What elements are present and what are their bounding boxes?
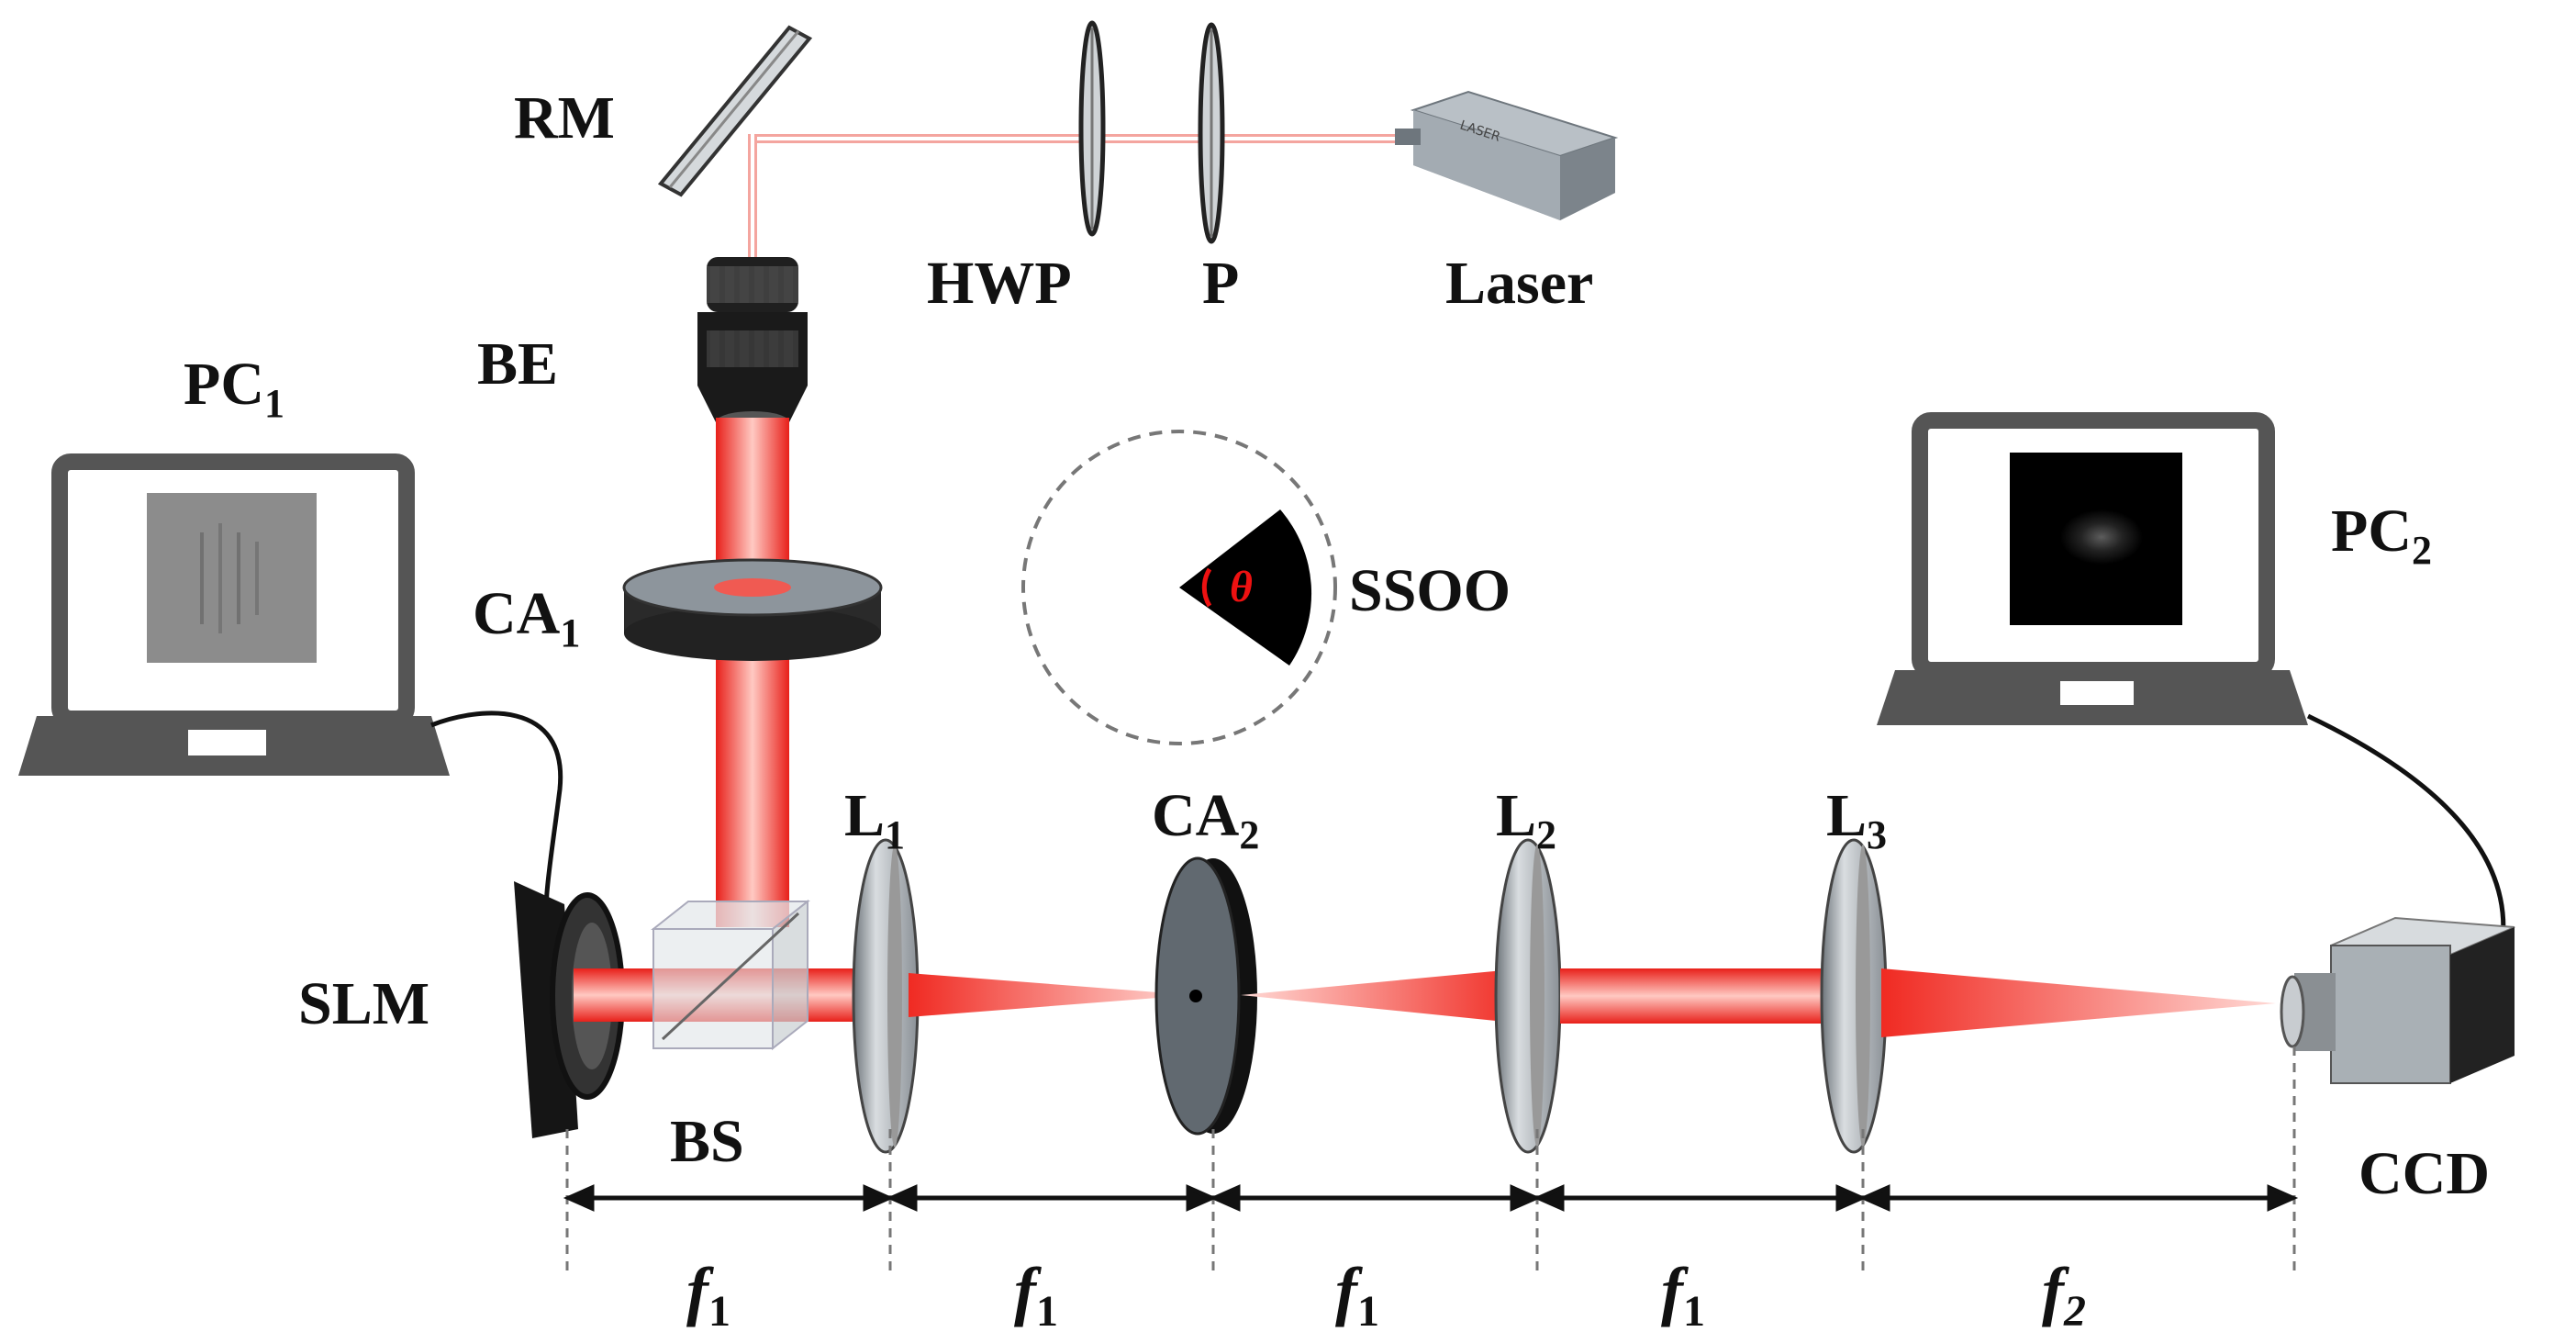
focusing-cone-1 [909,973,1193,1017]
distance-arrows [563,1184,2299,1212]
slm-label: SLM [298,970,429,1037]
lens-l2 [1494,838,1562,1154]
rm-label: RM [514,84,615,151]
l3-label: L3 [1826,782,1887,857]
vertical-beam [716,418,789,927]
ssoo-element [1021,430,1337,745]
position-markers [565,1046,2296,1276]
bs-label: BS [670,1108,744,1175]
ca2-label: CA2 [1152,782,1259,857]
distance-label-2: f1 [1014,1254,1058,1336]
polarizer [1198,22,1225,244]
distance-label-3: f1 [1335,1254,1379,1336]
pc1-label: PC1 [184,351,284,426]
reflective-mirror [657,25,813,197]
pc2-laptop [1877,412,2308,725]
theta-label: θ [1230,563,1253,611]
collimated-beam-2 [1560,968,1845,1024]
circular-aperture-1 [622,558,883,661]
ssoo-label: SSOO [1349,557,1511,624]
half-wave-plate [1078,20,1106,237]
focusing-cone-2 [1881,968,2276,1037]
lens-l1 [852,838,920,1154]
hwp-label: HWP [927,250,1072,317]
distance-label-5: f2 [2042,1254,2086,1336]
be-label: BE [477,330,558,397]
laser-source: LASER [1395,90,1619,220]
ccd-label: CCD [2359,1140,2490,1207]
slm-hologram-display [147,493,317,663]
distance-label-1: f1 [686,1254,730,1336]
lens-l3 [1820,838,1888,1154]
beam-expander [697,257,808,433]
ca1-label: CA1 [473,580,580,655]
distance-label-4: f1 [1661,1254,1705,1336]
ccd-camera [2280,916,2515,1084]
beam-splitter [651,899,810,1051]
pc1-laptop [18,453,450,776]
circular-aperture-2 [1154,856,1257,1136]
diverging-cone-1 [1241,968,1523,1024]
p-label: P [1202,250,1239,317]
laser-label: Laser [1445,250,1593,317]
pc2-label: PC2 [2331,498,2432,573]
l2-label: L2 [1496,782,1556,857]
l1-label: L1 [844,782,905,857]
